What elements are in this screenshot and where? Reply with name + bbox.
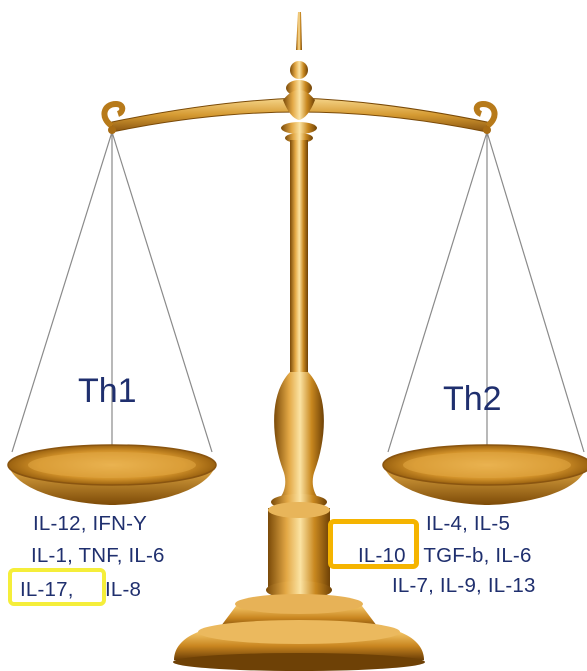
th2-cytokines-line2-rest: , TGF-b, IL-6 bbox=[412, 544, 532, 568]
th2-highlight-box bbox=[328, 519, 419, 569]
left-pan bbox=[8, 445, 216, 505]
th1-cytokines-line3-rest: IL-8 bbox=[105, 578, 141, 602]
th1-title: Th1 bbox=[78, 372, 137, 411]
th1-highlight-box bbox=[8, 568, 106, 606]
th2-cytokines-line1: IL-4, IL-5 bbox=[426, 512, 510, 536]
th2-cytokines-line3: IL-7, IL-9, IL-13 bbox=[392, 574, 536, 598]
th2-title: Th2 bbox=[443, 380, 502, 419]
right-pan bbox=[383, 445, 587, 505]
th1-cytokines-line1: IL-12, IFN-Y bbox=[33, 512, 147, 536]
th1-cytokines-line2: IL-1, TNF, IL-6 bbox=[31, 544, 165, 568]
